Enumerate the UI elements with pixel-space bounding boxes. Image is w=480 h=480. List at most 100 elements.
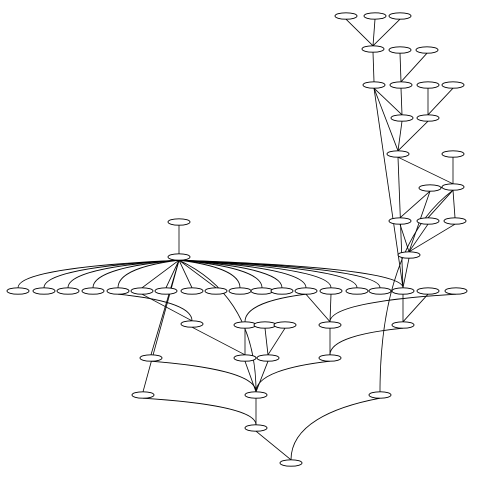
graph-node [32,287,56,295]
node-ellipse [334,12,358,20]
graph-edge [178,259,257,392]
node-ellipse [279,459,303,467]
graph-node [416,114,440,122]
graph-node [368,287,392,295]
node-ellipse [363,12,387,20]
graph-node [363,12,387,20]
graph-node [441,81,465,89]
graph-edge [244,293,307,322]
graph-edge [117,259,180,288]
graph-edge [373,87,403,116]
graph-node [388,217,412,225]
graph-node [250,287,274,295]
graph-edge [399,53,402,82]
graph-edge [92,259,180,288]
graph-node [391,321,415,329]
node-ellipse [441,150,465,158]
node-ellipse [180,287,204,295]
graph-edge [178,260,193,288]
graph-edge [452,190,456,218]
graph-edge [267,327,286,356]
node-ellipse [32,287,56,295]
graph-node [244,424,268,432]
graph-edge [379,189,454,392]
graph-node [416,287,440,295]
graph-edge [178,259,404,288]
node-ellipse [106,287,130,295]
node-ellipse [319,287,343,295]
node-ellipse [345,287,369,295]
graph-edge [305,293,331,323]
graph-edge [264,328,269,355]
node-ellipse [397,251,421,259]
node-ellipse [388,12,412,20]
graph-edge [141,259,180,289]
graph-node [361,45,385,53]
graph-node [139,354,163,362]
node-ellipse [180,320,204,328]
graph-node [388,46,412,54]
graph-edge [141,293,193,322]
graph-node [391,287,415,295]
graph-node [228,287,252,295]
graph-edge [191,326,246,356]
node-ellipse [244,391,268,399]
graph-node [362,81,386,89]
graph-node [253,321,277,329]
node-ellipse [389,81,413,89]
graph-node [319,287,343,295]
node-ellipse [388,217,412,225]
graph-node [441,150,465,158]
graph-node [130,287,154,295]
node-ellipse [6,287,30,295]
graph-node [244,391,268,399]
node-ellipse [416,81,440,89]
node-ellipse [204,287,228,295]
graph-edge [427,189,454,219]
node-ellipse [361,45,385,53]
graph-node [131,391,155,399]
graph-node [270,287,294,295]
graph-node [334,12,358,20]
node-ellipse [368,391,392,399]
node-ellipse [244,424,268,432]
node-ellipse [415,46,439,54]
node-ellipse [167,218,191,226]
graph-edge [397,156,454,185]
graph-node [256,354,280,362]
graph-edge [178,259,381,288]
node-ellipse [444,287,468,295]
graph-edge [117,293,193,321]
graph-node [389,81,413,89]
node-ellipse [318,321,342,329]
graph-node [167,218,191,226]
node-ellipse [130,287,154,295]
graph-edge [402,293,429,323]
graph-nodes [6,12,468,467]
node-ellipse [250,287,274,295]
node-ellipse [167,253,191,261]
graph-edge [402,258,410,288]
graph-edge [290,397,381,460]
graph-node [390,114,414,122]
node-ellipse [253,321,277,329]
graph-edge [150,360,257,392]
graph-edge [397,121,403,151]
graph-node [397,251,421,259]
graph-node [441,183,465,191]
graph-edge [372,19,376,46]
node-ellipse [443,217,467,225]
node-ellipse [318,354,342,362]
graph-node [233,354,257,362]
graph-node [56,287,80,295]
graph-edge [373,88,399,151]
graph-edge [255,361,269,392]
node-ellipse [418,184,442,192]
graph-node [443,217,467,225]
node-ellipse [362,81,386,89]
node-ellipse [131,391,155,399]
graph-edge [329,294,332,322]
node-ellipse [256,354,280,362]
graph-node [154,287,178,295]
